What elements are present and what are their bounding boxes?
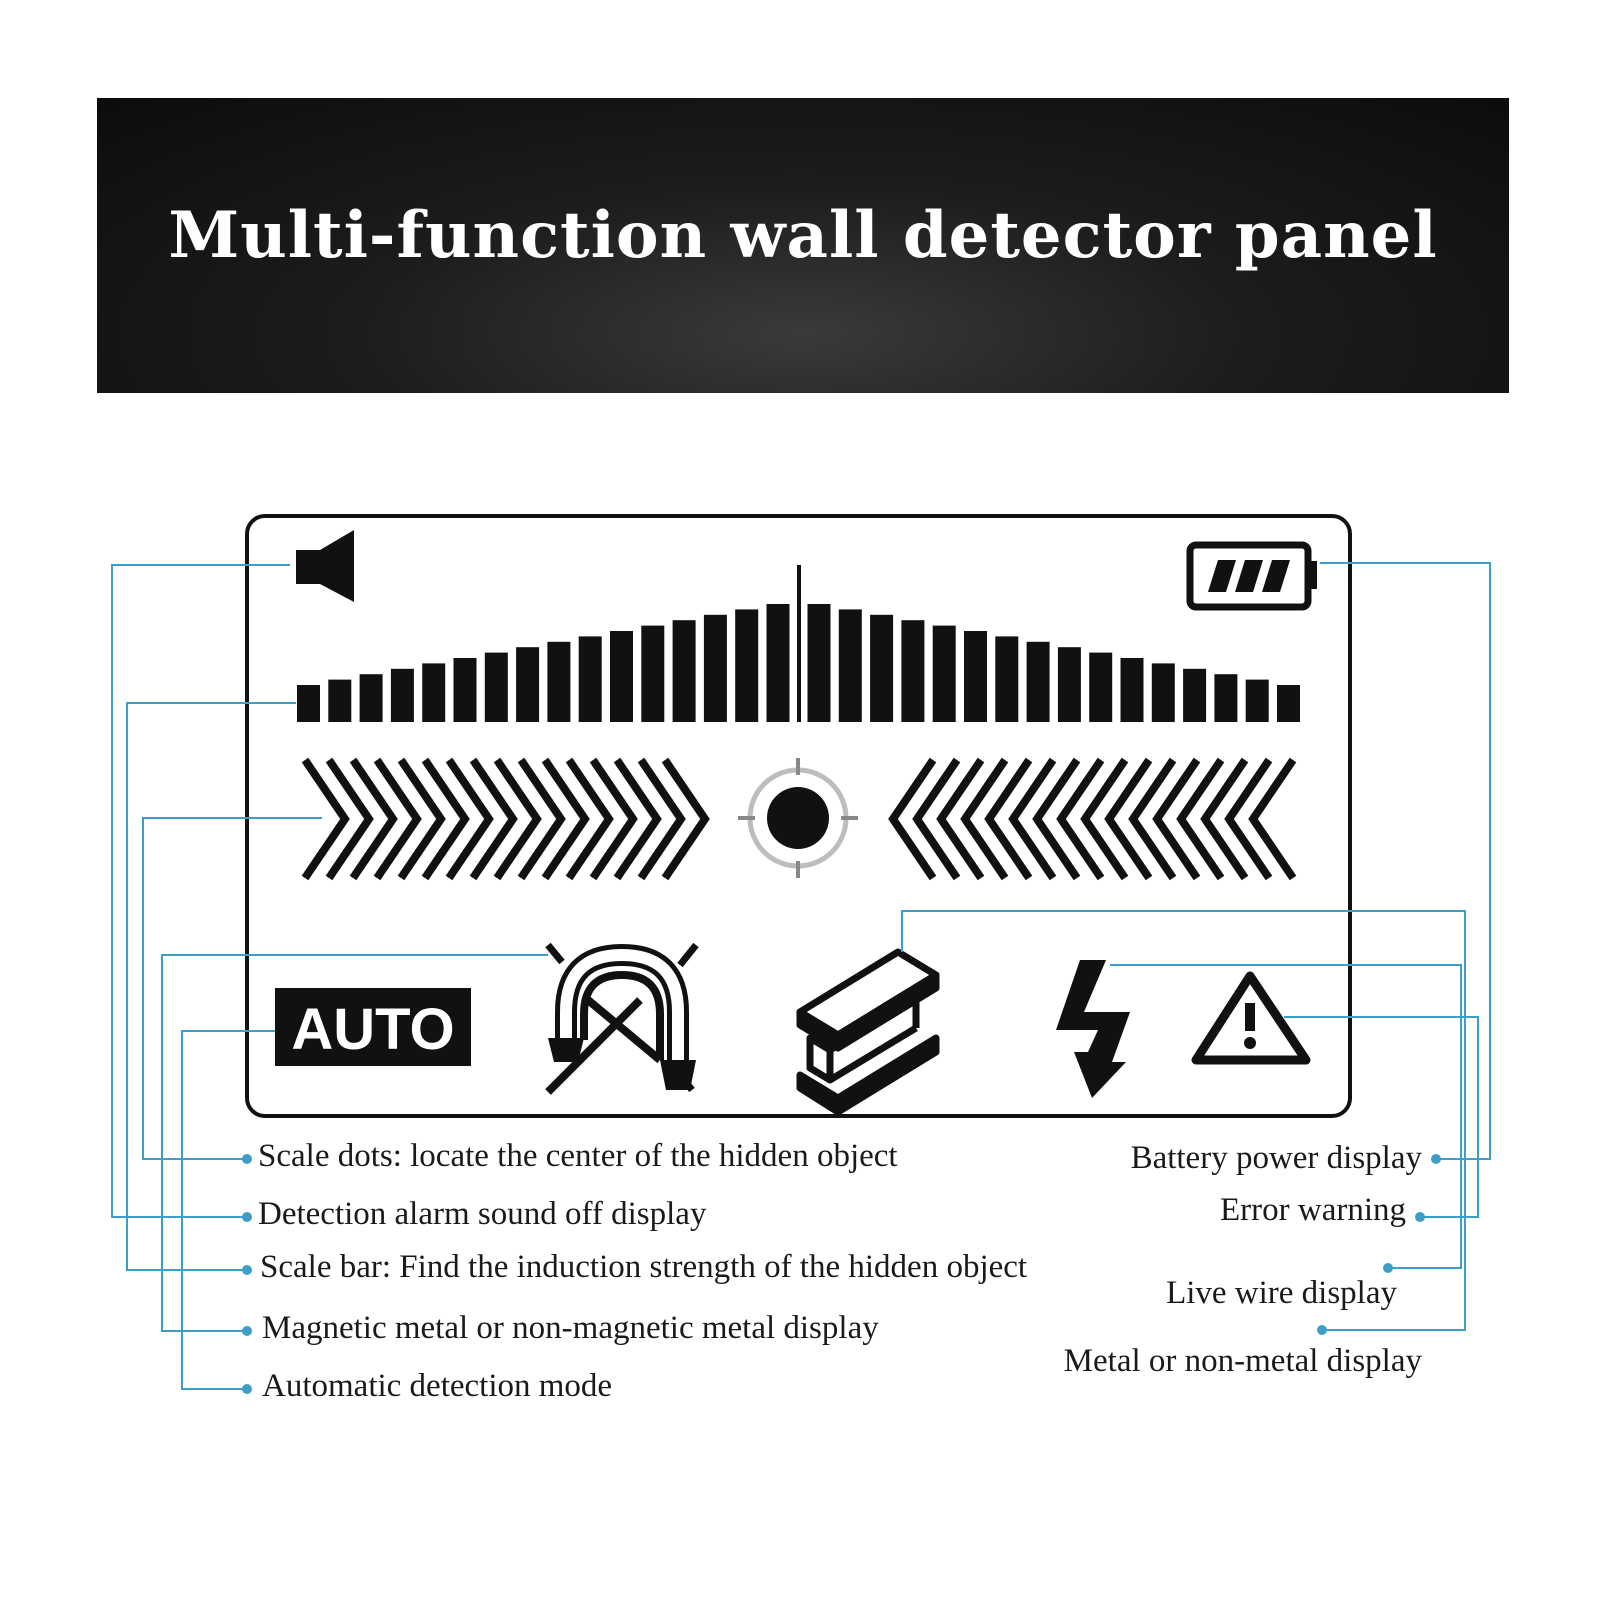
leader-dots [242, 1154, 1441, 1394]
chevron-right [325, 757, 374, 881]
scale-bar-segment [422, 663, 446, 722]
label-scale-dots: Scale dots: locate the center of the hid… [258, 1138, 898, 1174]
speaker-icon [296, 530, 354, 602]
scale-bar-segment [1089, 652, 1113, 722]
title-banner: Multi-function wall detector panel [97, 98, 1509, 393]
chevron-right [589, 757, 638, 881]
battery-icon [1186, 541, 1317, 611]
scale-bar-segment [870, 614, 894, 722]
chevron-right [517, 757, 566, 881]
chevron-right [493, 757, 542, 881]
chevron-left [1008, 757, 1057, 881]
scale-bar-segment [484, 652, 508, 722]
target-icon [738, 758, 858, 878]
scale-bar-segment [610, 631, 633, 722]
scale-bar-segment [578, 636, 602, 722]
scale-bar-segment [995, 636, 1019, 722]
auto-text: AUTO [291, 997, 454, 1062]
label-scale-bar: Scale bar: Find the induction strength o… [260, 1249, 1028, 1285]
scale-dots-right-chevrons [888, 757, 1297, 881]
chevron-right [661, 757, 710, 881]
chevron-left [1032, 757, 1081, 881]
scale-bar-segment [901, 620, 925, 722]
magnet-icon [545, 942, 699, 1095]
chevron-right [373, 757, 422, 881]
scale-bar-segment [1214, 674, 1238, 722]
scale-bar [297, 604, 1300, 722]
scale-bar-segment [964, 631, 987, 722]
label-metal: Metal or non-metal display [1063, 1343, 1422, 1379]
scale-bar-segment [1245, 679, 1269, 722]
scale-bar-segment [672, 620, 696, 722]
scale-dots-left-chevrons [301, 757, 710, 881]
label-magnetic: Magnetic metal or non-magnetic metal dis… [262, 1310, 879, 1346]
chevron-right [421, 757, 470, 881]
scale-bar-segment [766, 604, 790, 722]
scale-bar-segment [390, 668, 414, 722]
chevron-left [1056, 757, 1105, 881]
scale-bar-center-line [797, 565, 801, 722]
chevron-left [936, 757, 985, 881]
scale-bar-segment [807, 604, 831, 722]
metal-beam-icon [796, 948, 940, 1116]
label-auto-mode: Automatic detection mode [262, 1368, 613, 1404]
label-battery: Battery power display [1130, 1140, 1422, 1176]
scale-bar-segment [297, 685, 320, 722]
lightning-icon [1056, 960, 1130, 1098]
chevron-right [469, 757, 518, 881]
scale-bar-segment [547, 641, 571, 722]
chevron-right [541, 757, 590, 881]
label-error: Error warning [1219, 1192, 1406, 1228]
scale-bar-segment [516, 647, 540, 722]
scale-bar-segment [641, 625, 665, 722]
chevron-left [888, 757, 937, 881]
chevron-right [565, 757, 614, 881]
chevron-right [397, 757, 446, 881]
chevron-left [1200, 757, 1249, 881]
chevron-left [1128, 757, 1177, 881]
chevron-left [1152, 757, 1201, 881]
scale-bar-segment [453, 658, 477, 722]
warning-icon [1191, 971, 1311, 1065]
chevron-left [1248, 757, 1297, 881]
chevron-left [912, 757, 961, 881]
label-alarm-off: Detection alarm sound off display [258, 1196, 707, 1232]
label-live-wire: Live wire display [1166, 1275, 1397, 1311]
chevron-left [960, 757, 1009, 881]
scale-bar-segment [328, 679, 352, 722]
scale-bar-segment [1120, 658, 1144, 722]
chevron-right [637, 757, 686, 881]
scale-bar-segment [359, 674, 383, 722]
scale-bar-segment [1057, 647, 1081, 722]
banner-title: Multi-function wall detector panel [168, 198, 1438, 273]
scale-bar-segment [1026, 641, 1050, 722]
chevron-left [1176, 757, 1225, 881]
scale-bar-segment [1277, 685, 1300, 722]
scale-bar-segment [703, 614, 727, 722]
scale-bar-segment [838, 609, 862, 722]
scale-bar-segment [1151, 663, 1175, 722]
auto-mode-badge: AUTO [275, 988, 471, 1066]
chevron-right [301, 757, 350, 881]
chevron-right [349, 757, 398, 881]
leader-lines [111, 562, 1491, 1390]
scale-bar-segment [1183, 668, 1207, 722]
chevron-right [445, 757, 494, 881]
chevron-left [1224, 757, 1273, 881]
scale-bar-segment [735, 609, 759, 722]
chevron-right [613, 757, 662, 881]
chevron-left [1080, 757, 1129, 881]
chevron-left [1104, 757, 1153, 881]
scale-bar-segment [932, 625, 956, 722]
chevron-left [984, 757, 1033, 881]
